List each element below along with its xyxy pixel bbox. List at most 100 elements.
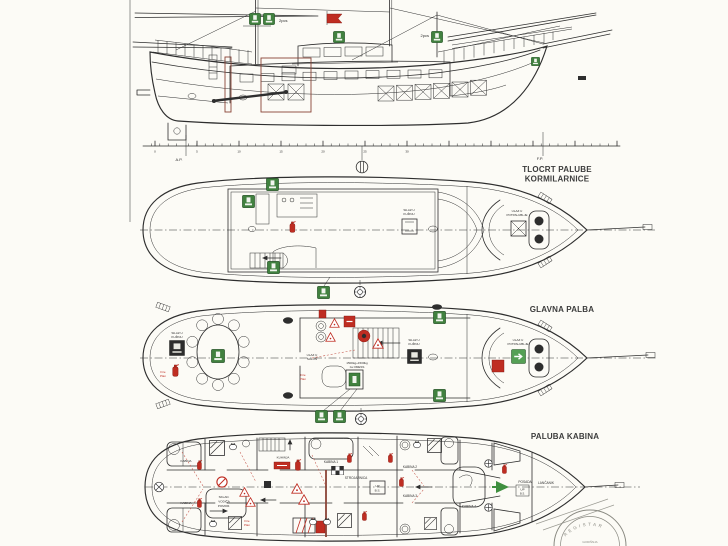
bulwark-panels <box>377 79 487 102</box>
safety-sign-icon <box>333 410 346 423</box>
room-label: KABINA 1 <box>324 460 338 464</box>
room-label: KABINA <box>180 501 191 505</box>
fire-extinguisher-icon <box>387 453 394 463</box>
hatch-label: POTPALUBLJE <box>508 342 529 346</box>
safety-sign-icon <box>531 57 540 66</box>
basin <box>242 439 250 448</box>
up-sign <box>369 480 386 495</box>
horn-icon <box>283 392 293 399</box>
room-label: STROJARNICA <box>345 476 368 480</box>
helm-seat <box>247 226 257 232</box>
profile-view: 2pcs 2pcs 0 5 10 15 20 25 30 A.P. F.P. <box>129 0 621 222</box>
hatch-label: POTPALUBLJE <box>507 213 528 217</box>
fire-plan-label: Plan <box>300 377 306 381</box>
room-label: KABINA <box>180 459 191 463</box>
railings <box>152 25 613 65</box>
trunk-front <box>481 327 505 389</box>
cabin-deck-plan: PALUBA KABINA KABINA KABINA <box>144 432 640 542</box>
hatch-label: KUŽINU <box>403 211 414 216</box>
section-mark-icon <box>355 160 369 174</box>
engine-casing <box>208 54 312 113</box>
cleat <box>155 301 171 313</box>
crew-bed <box>493 442 521 466</box>
lifebuoy-icon <box>353 285 367 299</box>
shower <box>337 513 352 528</box>
bowsprit <box>586 226 646 231</box>
crew-bow: POSADA UP B.S. LANČANIK <box>492 442 555 532</box>
major-ticks <box>154 140 618 147</box>
crew-bed <box>493 508 521 532</box>
bs-label: B.S. <box>375 489 381 493</box>
stairs <box>249 252 288 269</box>
deck-fitting <box>428 353 438 361</box>
class-stamp: REGISTAR GODIŠNJA <box>535 498 627 546</box>
settee <box>321 365 347 388</box>
safety-sign-icon <box>433 311 446 324</box>
room-label: POSADA <box>518 480 532 484</box>
scale-ruler: 0 5 10 15 20 25 30 A.P. F.P. <box>142 132 621 174</box>
deck-title: KORMILARNICE <box>525 175 590 184</box>
fire-plan-label: Fire <box>160 370 165 374</box>
cleat <box>537 319 553 333</box>
svg-text:REGISTAR: REGISTAR <box>563 522 605 538</box>
fire-extinguisher-icon <box>398 477 405 487</box>
toilet <box>399 439 411 451</box>
warning-triangle-icon <box>372 338 384 349</box>
window-row <box>239 69 443 83</box>
cleat <box>537 383 553 397</box>
room-label: LANČANIK <box>538 480 555 485</box>
warning-triangle-icon <box>329 318 340 328</box>
toilet <box>323 518 331 526</box>
lifebuoy-icon <box>354 412 368 426</box>
lifebuoy-icon <box>153 481 165 493</box>
settee <box>272 245 317 268</box>
companionway-icon <box>169 340 185 356</box>
toilet <box>413 441 421 449</box>
aft-wc-block: SKLAD. VODIČA POMOR. <box>205 439 271 530</box>
rigging <box>132 0 597 80</box>
up-sign <box>515 484 530 497</box>
hatch-label: ULAZ U <box>512 209 523 213</box>
safety-sign-icon <box>242 195 255 208</box>
chart-table <box>255 193 270 225</box>
fire-plan-label: Fire <box>244 519 249 523</box>
hatch-label: KUŽINU <box>171 334 182 339</box>
safety-sign-icon <box>317 286 330 299</box>
wheelhouse-structure <box>227 188 439 273</box>
fire-extinguisher-icon <box>294 459 302 471</box>
salon-structure: ULAZ U SALON <box>283 304 471 399</box>
storage-room: SKLAD. VODIČA POMOR. <box>205 488 247 519</box>
master-cabin: KABINA 4 <box>452 459 493 512</box>
helm-console <box>276 193 318 218</box>
room-label: VODIČA <box>218 499 230 504</box>
cleat <box>537 255 553 269</box>
fire-equipment-icon <box>318 309 327 319</box>
kabina1-block: KABINA 1 <box>308 437 354 528</box>
aft-perpendicular-label: A.P. <box>175 157 182 162</box>
up-label: UP <box>375 484 379 488</box>
gangway <box>211 90 289 103</box>
deck-title: PALUBA KABINA <box>531 432 599 441</box>
toilet <box>309 518 317 526</box>
ruler-tick-label: 10 <box>237 150 241 154</box>
fire-extinguisher-icon <box>196 498 203 508</box>
quantity-label: 2pcs <box>421 33 429 38</box>
escape-routes <box>181 451 425 523</box>
bulwark-line <box>149 310 579 406</box>
porthole <box>187 93 197 99</box>
cleat <box>537 191 553 205</box>
safety-sign-icon <box>249 13 261 25</box>
warning-triangle-icon <box>298 494 310 505</box>
bs-label: B.S. <box>520 492 525 496</box>
porthole-plus-icon <box>484 459 493 468</box>
ruler-tick-label: 30 <box>405 150 409 154</box>
safety-sign-icon <box>267 261 280 274</box>
safety-sign-icon <box>266 178 279 191</box>
stamp-line-text: GODIŠNJA <box>582 539 597 544</box>
fore-hatch <box>510 220 527 237</box>
fire-extinguisher-icon <box>346 453 353 463</box>
toilet <box>209 520 217 528</box>
fire-equipment-icon <box>491 359 505 373</box>
fire-plan-label: Plan <box>244 523 250 527</box>
room-label: KUHINJA <box>277 456 290 460</box>
